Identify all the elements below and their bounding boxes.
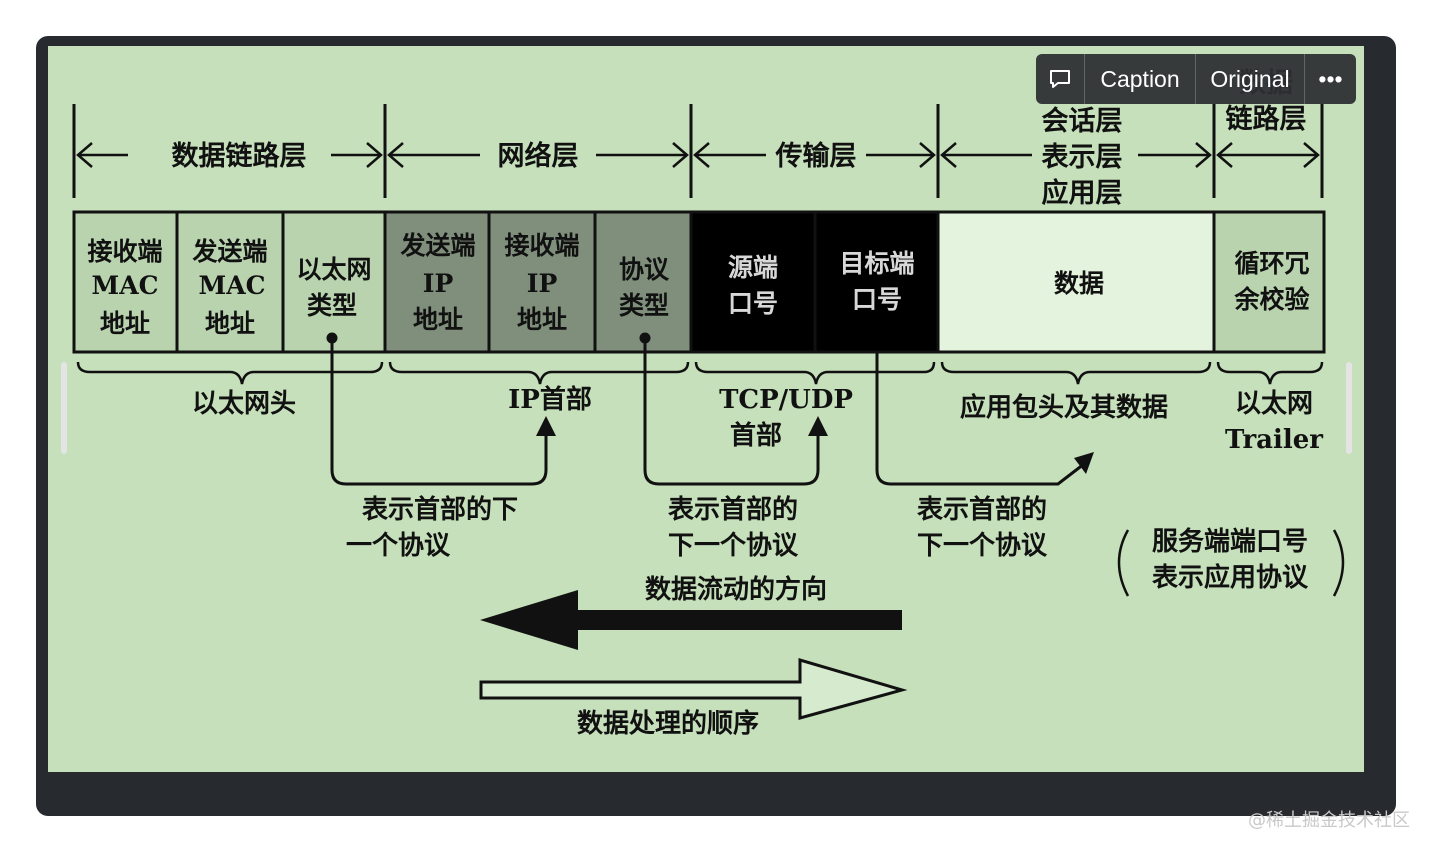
cell-proto-type [593,210,693,354]
cell-dst-port-line1: 目标端 [839,249,914,278]
brace-eth-trailer [1216,361,1324,385]
right-resize-handle[interactable] [1346,362,1352,454]
arrow-proto-to-tcp [643,338,820,486]
cell-dst-mac-line2: MAC [92,271,159,300]
note-port-line1: 服务端端口号 [1152,527,1308,557]
group-label-tcp-header-line2: 首部 [730,420,782,451]
cell-src-mac [175,210,285,354]
arrow-processing-order [479,657,908,720]
note-eth-next-line2: 一个协议 [346,531,451,561]
group-label-app-data: 应用包头及其数据 [960,392,1168,423]
layer-label-datalink: 数据链路层 [172,140,307,172]
packet-structure-diagram: 数据链路层 网络层 传输层 会话层 表示层 应用层 数据 链路层 接收端 MAC [72,68,1345,739]
notes: 表示首部的下 一个协议 表示首部的 下一个协议 表示首部的 下一个协议 服务端端… [346,494,1309,593]
cell-crc [1212,210,1326,354]
cell-data-line1: 数据 [1054,269,1104,298]
cell-eth-type-line2: 类型 [307,291,357,320]
cell-proto-type-line2: 类型 [619,291,669,320]
layer-label-session: 会话层 [1042,106,1123,137]
note-ip-next-line2: 下一个协议 [668,531,799,561]
group-label-eth-header: 以太网头 [192,389,296,419]
layer-label-network: 网络层 [498,140,579,172]
cell-src-ip-line2: IP [423,269,454,298]
note-eth-next-line1: 表示首部的下 [362,494,518,525]
cell-dst-mac-line3: 地址 [100,309,150,338]
layer-label-application: 应用层 [1042,177,1123,209]
note-tcp-next-line2: 下一个协议 [917,531,1048,561]
layer-boundaries [72,104,1324,198]
comment-icon [1050,70,1070,88]
layer-span-arrows [76,142,1320,168]
cell-src-port-line1: 源端 [728,253,778,282]
brace-ip-header [388,361,690,385]
arrow-data-flow [480,590,902,650]
note-parentheses [1117,529,1345,597]
cell-dst-mac [72,210,179,354]
layer-label-trailer-line2: 链路层 [1226,103,1307,135]
cell-src-ip [383,210,491,354]
cell-proto-type-line1: 协议 [619,255,670,284]
group-label-ip-header: IP首部 [508,384,592,415]
cell-src-ip-line3: 地址 [413,305,463,334]
figure-image: 数据链路层 网络层 传输层 会话层 表示层 应用层 数据 链路层 接收端 MAC [48,46,1364,772]
group-label-eth-trailer-line1: 以太网 [1235,389,1313,419]
brace-app-data [940,361,1212,385]
cell-src-mac-line2: MAC [199,271,266,300]
group-label-eth-trailer-line2: Trailer [1225,425,1323,455]
original-button[interactable]: Original [1196,54,1305,104]
cell-src-ip-line1: 发送端 [399,231,475,260]
comment-button[interactable] [1036,54,1085,104]
group-labels: 以太网头 IP首部 TCP/UDP 首部 应用包头及其数据 以太网 Traile… [192,384,1323,455]
cell-src-mac-line1: 发送端 [191,237,267,266]
note-tcp-next-line1: 表示首部的 [917,494,1047,525]
cell-src-port-line2: 口号 [728,289,778,318]
flow-arrows: 数据流动的方向 数据处理的顺序 [479,574,908,739]
cell-dst-port-line2: 口号 [852,285,902,314]
label-data-flow: 数据流动的方向 [645,574,827,605]
cell-dst-ip [487,210,597,354]
arrow-eth-type-to-ip [330,338,548,486]
left-resize-handle[interactable] [61,362,67,454]
cell-dst-ip-line2: IP [527,269,558,298]
next-protocol-arrowheads [536,416,1094,474]
note-ip-next-line1: 表示首部的 [668,494,798,525]
brace-eth-header [76,361,384,385]
cell-src-mac-line3: 地址 [205,309,255,338]
cell-src-port [689,210,817,354]
group-label-tcp-header-line1: TCP/UDP [719,385,853,415]
image-toolbar: Caption Original ••• [1036,54,1356,104]
cell-eth-type-line1: 以太网 [296,255,371,284]
cell-dst-port [813,210,940,354]
cell-dst-ip-line3: 地址 [517,305,567,334]
watermark: @稀土掘金技术社区 [1248,810,1410,831]
brace-tcp-header [694,361,936,385]
packet-cells [72,210,1326,354]
caption-button[interactable]: Caption [1085,54,1196,104]
label-processing-order: 数据处理的顺序 [577,708,759,739]
note-port-line2: 表示应用协议 [1152,562,1309,593]
cell-labels: 接收端 MAC 地址 发送端 MAC 地址 以太网 类型 发送端 IP 地址 接… [87,231,1309,338]
arrow-port-to-app [875,352,1085,486]
group-braces [76,361,1324,385]
cell-data [936,210,1216,354]
next-protocol-arrows [326,332,1085,486]
more-options-button[interactable]: ••• [1318,65,1343,92]
cell-crc-line2: 余校验 [1233,285,1309,314]
cell-dst-ip-line1: 接收端 [504,231,579,260]
cell-dst-mac-line1: 接收端 [87,237,162,266]
layer-label-transport: 传输层 [775,140,857,172]
cell-crc-line1: 循环冗 [1234,249,1309,278]
layer-label-presentation: 表示层 [1042,142,1123,173]
